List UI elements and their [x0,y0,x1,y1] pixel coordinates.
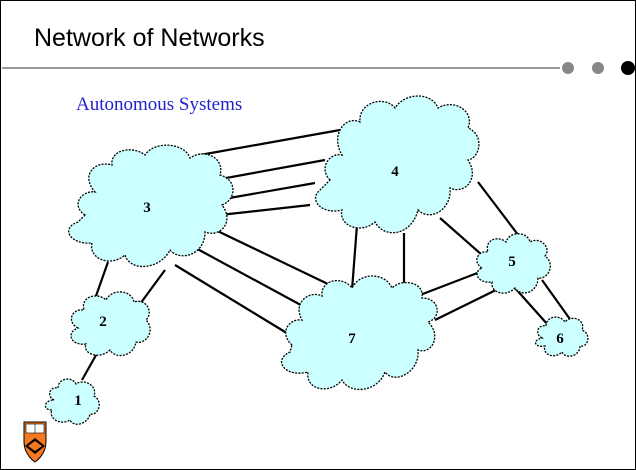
as-cloud-4[interactable] [314,95,480,234]
link-3-7-b [189,244,311,311]
link-5-6-b [541,279,573,323]
as-cloud-3[interactable] [68,144,234,268]
link-3-7-c [174,264,291,336]
decor-dot-2 [592,62,604,74]
as-label-1: 1 [74,393,82,409]
link-5-7-b [434,287,501,321]
as-cloud-6[interactable] [534,316,589,357]
link-4-5-b [477,181,523,241]
as-cloud-1[interactable] [44,378,100,425]
slide-subtitle: Autonomous Systems [76,94,243,115]
as-cloud-2[interactable] [70,291,151,357]
link-5-7-a [419,270,481,297]
princeton-shield-icon [23,421,47,463]
link-5-6-a [514,287,549,326]
link-3-7-a [204,224,331,286]
link-3-4-b [214,158,326,182]
as-label-6: 6 [556,331,564,347]
link-3-4-a [199,128,341,157]
as-label-7: 7 [348,331,356,347]
link-3-4-d [219,203,311,217]
link-2-3-a [94,261,110,297]
as-cloud-5[interactable] [476,233,551,294]
as-label-3: 3 [143,200,151,216]
decor-dot-1 [562,62,574,74]
link-3-4-c [217,181,316,202]
decor-dot-3 [621,61,635,75]
as-cloud-7[interactable] [280,275,438,391]
link-2-3-b [139,269,166,305]
as-label-5: 5 [508,254,516,270]
slide-title: Network of Networks [34,24,265,52]
as-label-4: 4 [391,164,399,180]
as-label-2: 2 [99,314,107,330]
